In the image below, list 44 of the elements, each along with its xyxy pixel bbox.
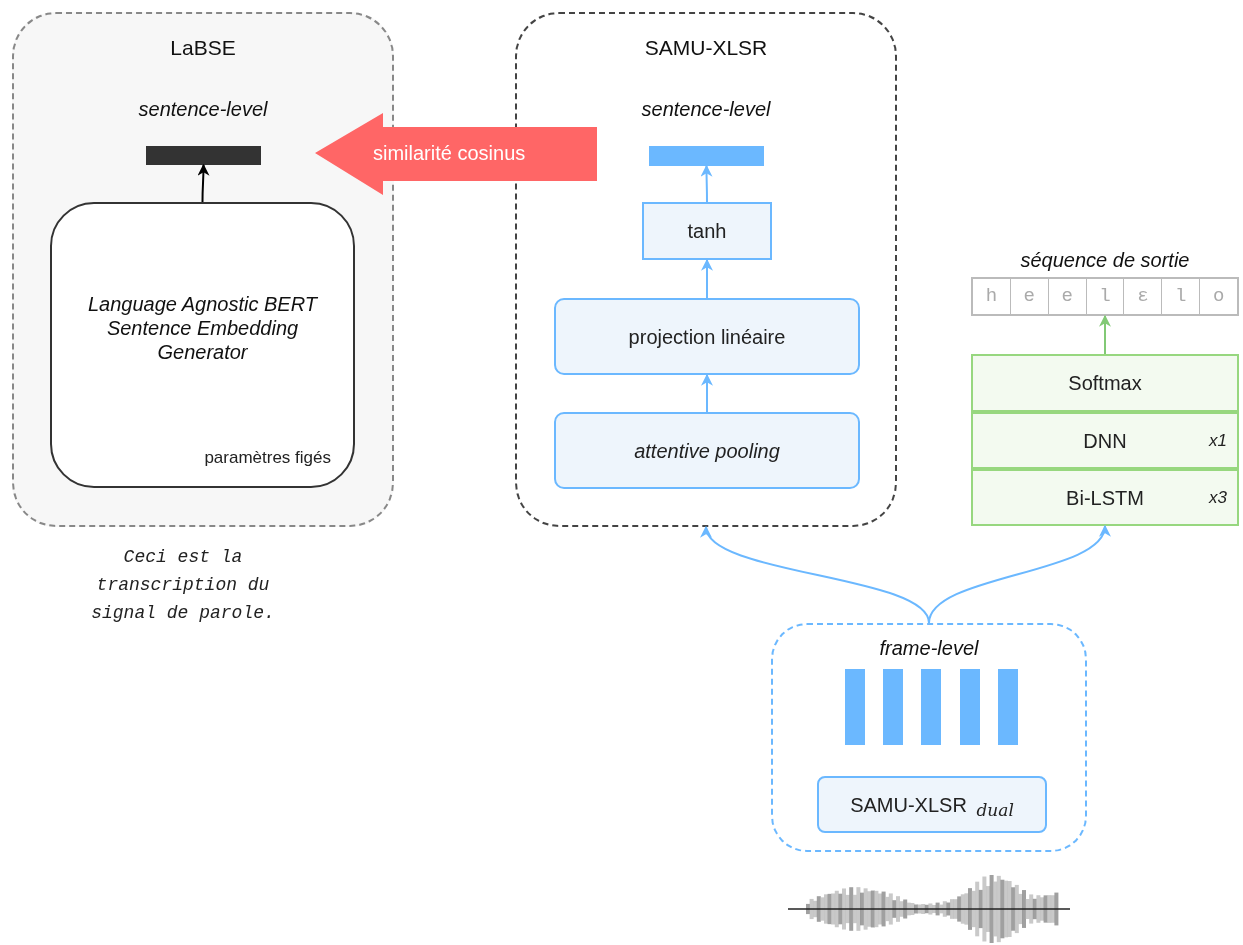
transcription-text: Ceci est la transcription du signal de parole. [90,546,276,625]
layer-label: attentive pooling [634,438,780,464]
layer-box [971,469,1239,526]
activation-box [642,202,772,260]
character-cell: l [1162,279,1201,314]
level-label: frame-level [878,636,980,661]
embedding-bar [146,146,261,165]
layer-label: Bi-LSTM [1066,485,1144,511]
encoder-box [50,202,355,488]
level-label: sentence-level [137,97,269,122]
arrow-label: similarité cosinus [373,141,526,166]
repeat-count: x3 [1209,486,1227,509]
layer-box [554,298,860,375]
character-cell: e [1010,279,1049,314]
layer-box [971,354,1239,412]
arrow [700,164,713,203]
layer-label: DNN [1083,428,1127,454]
block-arrow [315,113,597,195]
character-cell-text: o [1211,284,1226,310]
layer-box [971,412,1239,469]
character-cell: e [1048,279,1087,314]
container-title: SAMU-XLSR [643,35,769,61]
layer-label: SAMU-XLSR $_{dual}$ [850,792,1014,820]
embedding-bar [649,146,764,166]
arrow [701,373,713,413]
frame-level-container [771,623,1087,852]
level-label: sentence-level [640,97,772,122]
arrow [928,524,1108,624]
arrow [701,258,713,299]
layer-box [554,412,860,489]
character-cell: l [1086,279,1125,314]
character-cell: ɛ [1124,279,1163,314]
layer-label: tanh [687,219,727,244]
frozen-note: paramètres figés [204,446,331,469]
sequence-title: séquence de sortie [1019,248,1191,273]
encoder-box [817,776,1047,833]
container-title: LaBSE [169,35,237,61]
layer-label: Softmax [1068,371,1142,396]
character-cell: h [973,279,1011,314]
arrow [197,163,210,203]
repeat-count: x1 [1209,429,1227,452]
arrow [1099,314,1111,355]
model-name: Language Agnostic BERT Sentence Embedding Generator [86,292,319,364]
layer-label: projection linéaire [628,324,786,350]
